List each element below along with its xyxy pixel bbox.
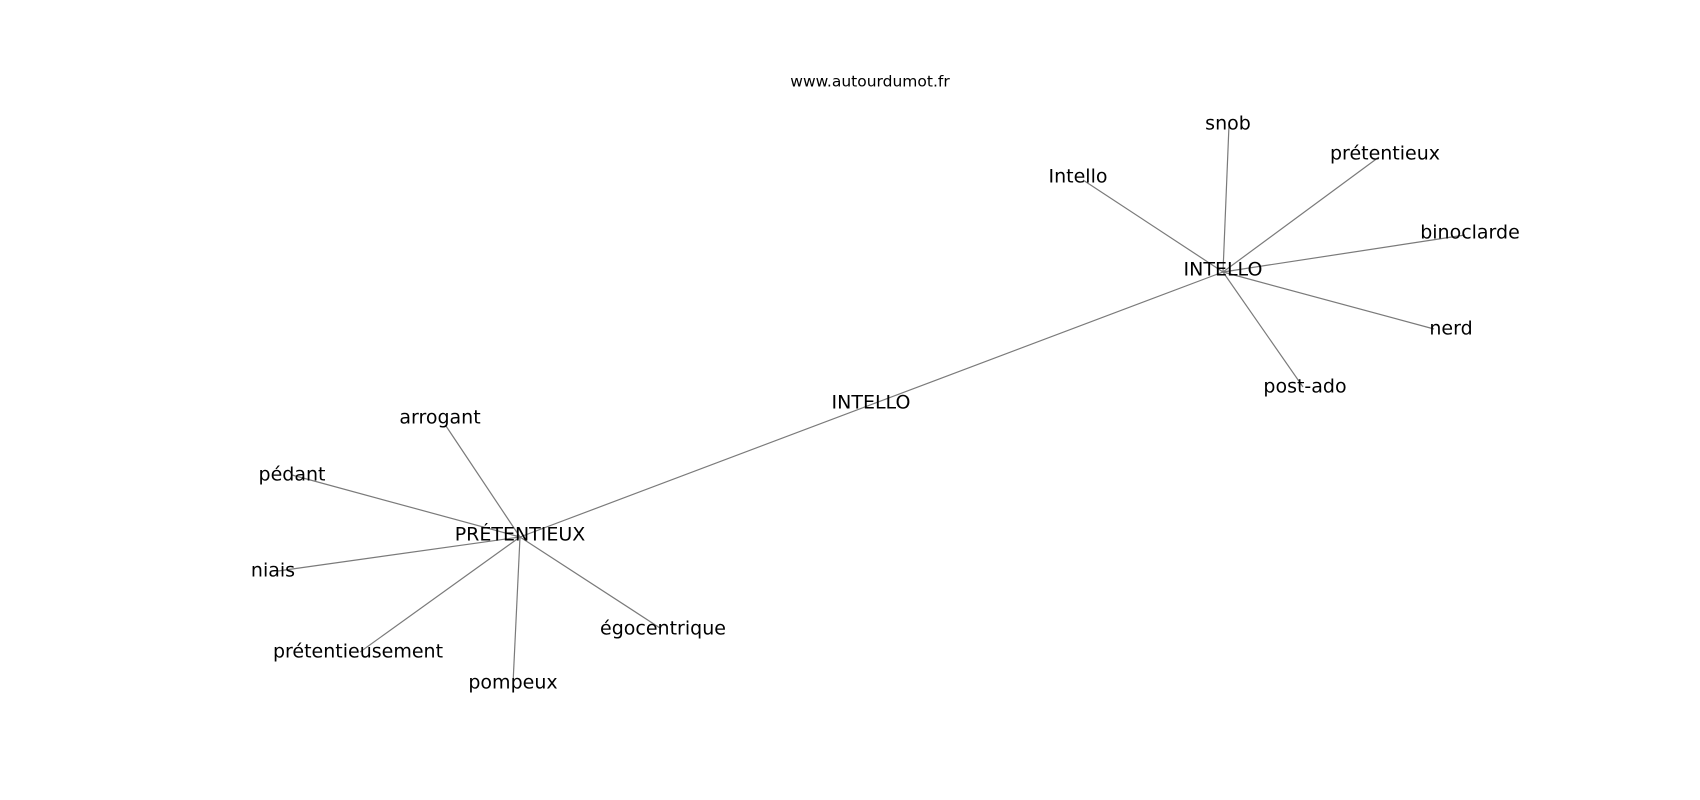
- node-label-post-ado: post-ado: [1263, 376, 1346, 398]
- edge-hub_pretentieux-pedant: [291, 474, 521, 538]
- edge-hub_pretentieux-hub_intello: [519, 271, 1224, 538]
- edges-layer: [277, 124, 1466, 685]
- edge-hub_intello-pretentieux: [1222, 156, 1380, 273]
- edge-hub_pretentieux-pompeux: [512, 536, 521, 685]
- node-label-pretentieusement: prétentieusement: [273, 641, 443, 663]
- node-label-egocentrique: égocentrique: [600, 618, 726, 640]
- node-label-hub-pretentieux: PRÉTENTIEUX: [455, 523, 586, 546]
- node-label-snob: snob: [1205, 113, 1251, 135]
- node-label-nerd: nerd: [1429, 318, 1472, 340]
- site-watermark: www.autourdumot.fr: [790, 73, 950, 91]
- edge-hub_intello-post_ado: [1222, 271, 1304, 388]
- edge-hub_intello-binoclarde: [1222, 234, 1466, 273]
- edge-hub_pretentieux-pretentieusement: [359, 536, 521, 653]
- edge-hub_intello-intello_lc: [1082, 179, 1224, 273]
- edge-hub_pretentieux-egocentrique: [519, 536, 661, 629]
- node-label-pedant: pédant: [259, 464, 326, 486]
- node-label-pompeux: pompeux: [468, 672, 557, 694]
- node-label-binoclarde: binoclarde: [1420, 222, 1520, 244]
- edge-hub_pretentieux-niais: [277, 536, 521, 572]
- node-label-center: INTELLO: [832, 392, 911, 414]
- nodes-layer: INTELLO INTELLO PRÉTENTIEUX snob prétentieux…: [251, 113, 1520, 694]
- edge-hub_pretentieux-arrogant: [445, 425, 521, 538]
- edge-hub_intello-snob: [1222, 124, 1230, 273]
- node-label-niais: niais: [251, 560, 295, 582]
- node-label-hub-intello: INTELLO: [1184, 259, 1263, 281]
- edge-hub_intello-nerd: [1222, 271, 1435, 330]
- node-label-intello-lc: Intello: [1049, 166, 1108, 188]
- node-label-pretentieux: prétentieux: [1330, 143, 1440, 165]
- node-label-arrogant: arrogant: [399, 407, 480, 429]
